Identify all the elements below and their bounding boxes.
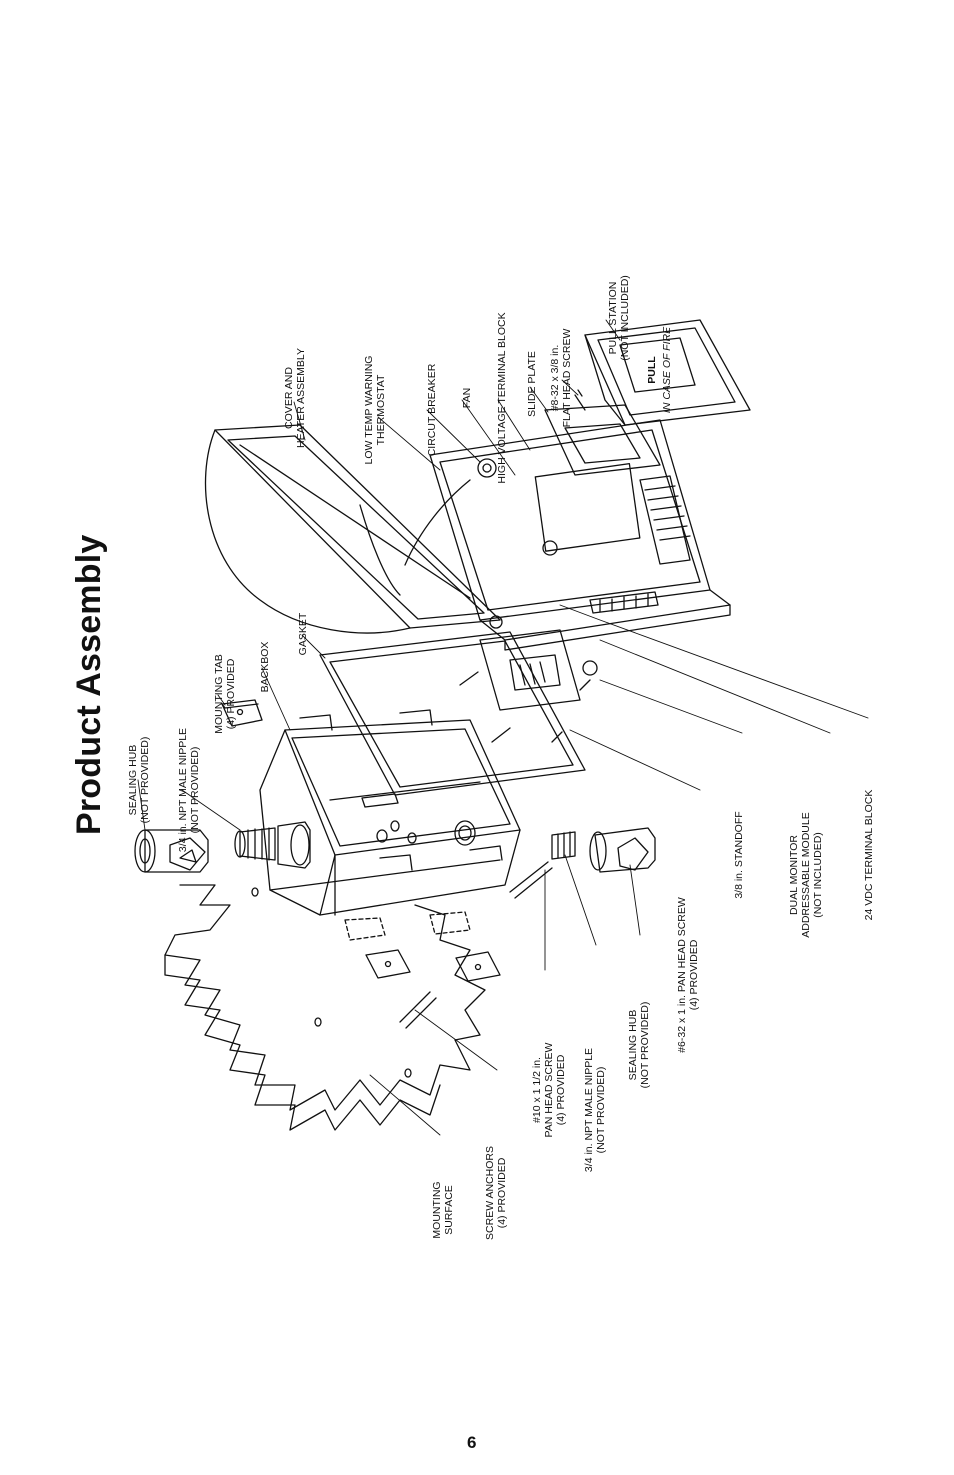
label-line: (4) PROVIDED	[225, 658, 237, 729]
label-mounting-tab: MOUNTING TAB(4) PROVIDED	[213, 654, 237, 734]
label-line: THERMOSTAT	[375, 374, 387, 445]
mounting-tabs-illustration	[221, 699, 501, 982]
label-line: HEATER ASSEMBLY	[295, 348, 307, 448]
label-line: 24 VDC TERMINAL BLOCK	[863, 790, 875, 921]
backbox-illustration	[259, 709, 521, 916]
label-flat-screw: #8-32 x 3/8 in.FLAT HEAD SCREW	[549, 329, 573, 428]
gasket-illustration	[319, 631, 586, 796]
label-line: (4) PROVIDED	[688, 939, 700, 1010]
label-line: (NOT INCLUDED)	[619, 275, 631, 361]
label-sealing-hub-right: SEALING HUB(NOT PROVIDED)	[627, 1002, 651, 1089]
label-line: (4) PROVIDED	[496, 1157, 508, 1228]
label-line: PULL STATION	[607, 282, 619, 355]
module-bracket-illustration	[479, 629, 598, 711]
pull-station-pull-text: PULL	[646, 356, 658, 384]
screws-illustration	[399, 671, 591, 1029]
label-line: CIRCUT BREAKER	[426, 363, 438, 456]
label-line: LOW TEMP WARNING	[363, 356, 375, 465]
label-line: 3/8 in. STANDOFF	[733, 811, 745, 898]
pull-station-illustration	[584, 319, 751, 426]
label-pan-screw-10: #10 x 1 1/2 in.PAN HEAD SCREW(4) PROVIDE…	[531, 1042, 567, 1137]
label-line: FAN	[461, 388, 473, 408]
label-sealing-hub-left: SEALING HUB(NOT PROVIDED)	[127, 737, 151, 824]
label-vdc-block: 24 VDC TERMINAL BLOCK	[863, 790, 875, 921]
label-pull-station: PULL STATION(NOT INCLUDED)	[607, 275, 631, 361]
label-line: (NOT PROVIDED)	[189, 747, 201, 834]
label-line: (4) PROVIDED	[555, 1054, 567, 1125]
label-slide-plate: SLIDE PLATE	[526, 351, 538, 417]
label-line: SLIDE PLATE	[526, 351, 538, 417]
label-line: BACKBOX	[259, 642, 271, 693]
nipple-left-illustration	[234, 821, 311, 869]
page-number: 6	[467, 1433, 477, 1452]
label-line: (NOT PROVIDED)	[639, 1002, 651, 1089]
cover-assembly-illustration	[204, 424, 503, 634]
label-gasket: GASKET	[297, 612, 309, 655]
sealing-hub-left-illustration	[134, 829, 209, 873]
label-line: MOUNTING	[431, 1181, 443, 1238]
label-line: PAN HEAD SCREW	[543, 1042, 555, 1137]
label-line: SEALING HUB	[127, 745, 139, 816]
label-hv-block: HIGH VOLTAGE TERMINAL BLOCK	[496, 312, 508, 483]
label-anchors: SCREW ANCHORS(4) PROVIDED	[484, 1146, 508, 1240]
label-line: SCREW ANCHORS	[484, 1146, 496, 1240]
label-line: 3/4 in. NPT MALE NIPPLE	[583, 1048, 595, 1172]
label-line: SEALING HUB	[627, 1010, 639, 1081]
label-line: DUAL MONITOR	[788, 835, 800, 915]
label-pan-screw-6: #6-32 x 1 in. PAN HEAD SCREW(4) PROVIDED	[676, 897, 700, 1053]
label-line: (NOT INCLUDED)	[812, 832, 824, 918]
label-line: ADDRESSABLE MODULE	[800, 812, 812, 937]
label-nipple-top: 3/4 in. NPT MALE NIPPLE(NOT PROVIDED)	[177, 728, 201, 852]
label-line: (NOT PROVIDED)	[595, 1067, 607, 1154]
label-line: #10 x 1 1/2 in.	[531, 1057, 543, 1123]
label-fan: FAN	[461, 388, 473, 408]
internal-panel-illustration	[429, 419, 731, 651]
label-nipple-bottom: 3/4 in. NPT MALE NIPPLE(NOT PROVIDED)	[583, 1048, 607, 1172]
leader-lines	[137, 319, 869, 1136]
label-line: 3/4 in. NPT MALE NIPPLE	[177, 728, 189, 852]
pull-station-small-text: IN CASE OF FIRE	[661, 326, 673, 413]
label-line: GASKET	[297, 612, 309, 655]
label-line: #8-32 x 3/8 in.	[549, 345, 561, 412]
label-breaker: CIRCUT BREAKER	[426, 363, 438, 456]
slide-plate-illustration	[544, 389, 661, 476]
label-line: (NOT PROVIDED)	[139, 737, 151, 824]
right-fittings-illustration	[551, 827, 656, 873]
label-line: #6-32 x 1 in. PAN HEAD SCREW	[676, 897, 688, 1053]
label-backbox: BACKBOX	[259, 642, 271, 693]
label-line: SURFACE	[443, 1185, 455, 1235]
label-line: MOUNTING TAB	[213, 654, 225, 734]
label-line: FLAT HEAD SCREW	[561, 329, 573, 428]
label-line: HIGH VOLTAGE TERMINAL BLOCK	[496, 312, 508, 483]
mounting-surface-illustration	[164, 884, 486, 1131]
label-line: COVER AND	[283, 367, 295, 429]
label-standoff: 3/8 in. STANDOFF	[733, 811, 745, 898]
